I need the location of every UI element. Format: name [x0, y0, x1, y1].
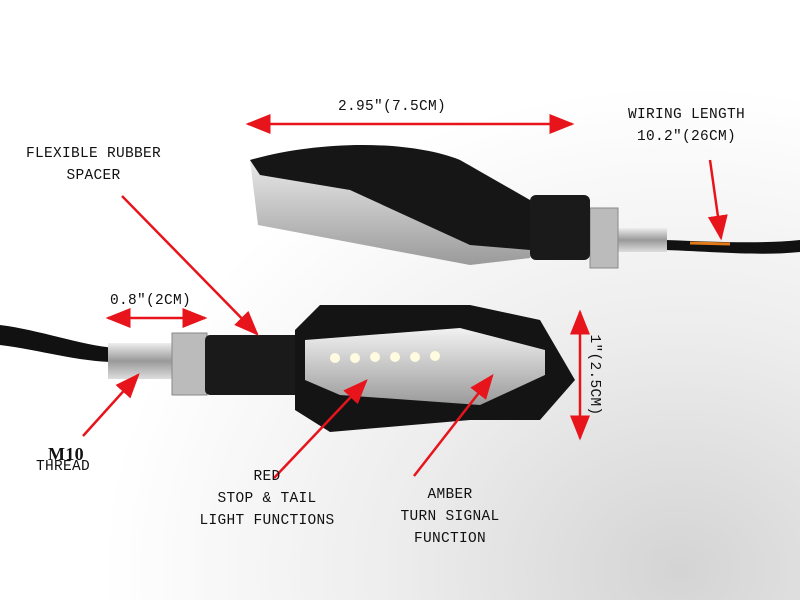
amber-line-3: FUNCTION — [413, 531, 486, 547]
amber-line-2: TURN SIGNAL — [400, 509, 500, 525]
thread — [108, 343, 178, 379]
spacer-line-1: FLEXIBLE RUBBER — [26, 146, 162, 162]
rubber-spacer — [530, 195, 590, 260]
wiring-line-1: WIRING LENGTH — [628, 107, 746, 123]
rubber-spacer — [205, 335, 300, 395]
spacer-label: FLEXIBLE RUBBER SPACER — [26, 143, 161, 187]
thread-word-label: THREAD — [36, 459, 91, 475]
amber-function-label: AMBER TURN SIGNAL FUNCTION — [370, 484, 530, 550]
spacer-leader-arrow — [121, 195, 259, 336]
amber-leader-arrow — [413, 374, 494, 477]
red-line-1: RED — [253, 469, 281, 485]
nut — [171, 332, 208, 396]
length-label: 2.95″(7.5CM) — [338, 99, 447, 115]
wiring-length-label: WIRING LENGTH 10.2″(26CM) — [628, 104, 745, 148]
red-function-label: RED STOP & TAIL LIGHT FUNCTIONS — [182, 466, 352, 532]
thread — [615, 228, 667, 252]
bottom-indicator-light — [0, 305, 575, 432]
nut — [589, 207, 619, 269]
thread-length-label: 0.8″(2CM) — [110, 293, 192, 309]
height-label: 1″(2.5CM) — [586, 334, 602, 416]
wiring-line-2: 10.2″(26CM) — [637, 129, 737, 145]
wiring-leader-arrow — [707, 159, 728, 241]
thread-size-label: M10 — [48, 444, 84, 464]
spacer-line-2: SPACER — [66, 168, 121, 184]
red-leader-arrow — [273, 379, 368, 479]
red-line-3: LIGHT FUNCTIONS — [199, 513, 335, 529]
thread-leader-arrow — [82, 373, 140, 437]
top-indicator-light — [250, 145, 800, 269]
amber-line-1: AMBER — [427, 487, 473, 503]
wire — [0, 325, 115, 362]
red-line-2: STOP & TAIL — [217, 491, 317, 507]
wire — [665, 240, 800, 254]
